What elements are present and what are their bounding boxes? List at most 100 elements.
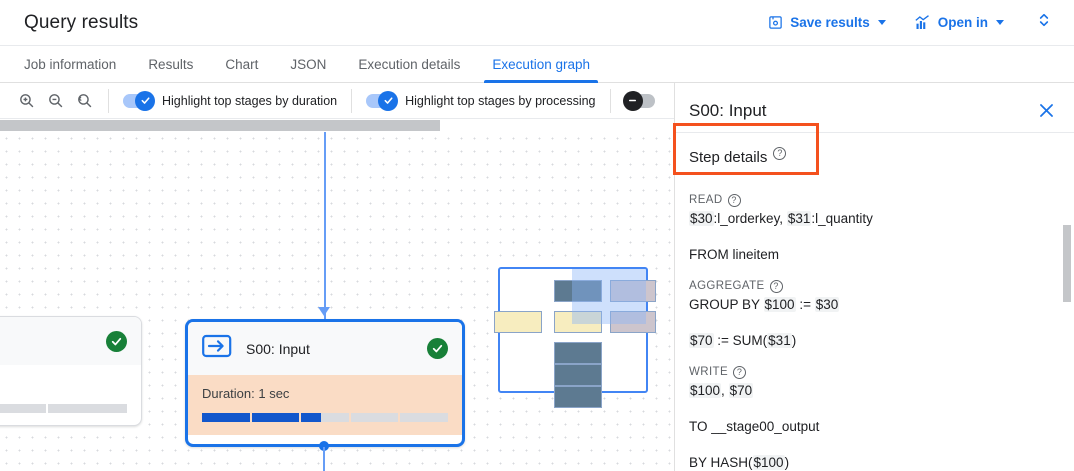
minimap-node: [554, 311, 602, 333]
save-results-label: Save results: [790, 15, 870, 30]
toolbar-divider: [108, 88, 109, 113]
node-progress-bar: [0, 404, 127, 413]
section-read-line-2: FROM lineitem: [689, 246, 780, 262]
section-label-text: AGGREGATE: [689, 279, 765, 292]
tab-job-information[interactable]: Job information: [24, 57, 117, 72]
toggle-third-group: [611, 90, 669, 111]
graph-node-partial-top[interactable]: [0, 316, 142, 426]
toggle-processing-label: Highlight top stages by processing: [405, 93, 596, 108]
tab-results[interactable]: Results: [148, 57, 194, 72]
progress-segment: [350, 413, 399, 422]
execution-graph-canvas[interactable]: S00: Input Duration: 1 sec: [0, 119, 674, 471]
tab-chart[interactable]: Chart: [225, 57, 259, 72]
chevron-down-icon: [996, 20, 1004, 25]
save-results-button[interactable]: Save results: [764, 10, 890, 35]
section-aggregate-line-1: GROUP BY $100 := $30: [689, 296, 840, 312]
help-circle-icon[interactable]: ?: [769, 279, 783, 293]
progress-segment: [202, 413, 250, 422]
toggle-highlight-duration[interactable]: [123, 90, 155, 111]
chart-bars-icon: [914, 14, 931, 31]
node-duration: Duration: 1 sec: [202, 386, 290, 401]
step-details-panel: S00: Input Step details ? READ ? $30:l_o…: [674, 83, 1074, 471]
section-label-read: READ ?: [689, 193, 1060, 207]
graph-toolbar: Highlight top stages by duration Highlig…: [0, 83, 674, 119]
minimap-node: [610, 280, 656, 302]
progress-segment: [400, 413, 448, 422]
minimap-node: [494, 311, 542, 333]
token: $30: [689, 211, 714, 226]
minimap-node: [554, 386, 602, 408]
input-arrow-icon: [202, 333, 232, 364]
minimap-viewport[interactable]: [572, 269, 646, 324]
canvas-horizontal-scroll-thumb[interactable]: [0, 120, 440, 131]
check-circle-icon: [106, 330, 127, 352]
app-header: Query results Save results: [0, 0, 1074, 46]
tab-bar: Job information Results Chart JSON Execu…: [0, 46, 1074, 83]
graph-edge-in: [324, 132, 326, 319]
help-circle-icon[interactable]: ?: [733, 365, 747, 379]
section-label-aggregate: AGGREGATE ?: [689, 279, 1060, 293]
zoom-reset-icon[interactable]: [74, 91, 94, 111]
section-read-line-1: $30:l_orderkey, $31:l_quantity: [689, 211, 873, 226]
minimap-node: [554, 364, 602, 386]
section-label-text: READ: [689, 194, 723, 206]
expand-collapse-chevrons-icon: [1036, 10, 1052, 35]
toggle-duration-group: Highlight top stages by duration: [109, 90, 351, 111]
graph-edge-out: [323, 447, 325, 471]
token: $31: [767, 332, 792, 348]
help-circle-icon[interactable]: ?: [727, 194, 741, 207]
save-results-icon: [768, 15, 783, 30]
chevron-down-icon: [877, 20, 886, 25]
check-circle-icon: [427, 338, 448, 359]
progress-segment: [251, 413, 300, 422]
minimap-node: [554, 280, 602, 302]
panel-divider: [675, 132, 1074, 133]
panel-body: Step details ? READ ? $30:l_orderkey, $3…: [675, 133, 1074, 471]
node-body: Duration: 1 sec: [188, 375, 462, 435]
graph-node-s00-input[interactable]: S00: Input Duration: 1 sec: [185, 319, 465, 447]
page-title: Query results: [24, 11, 139, 33]
tab-execution-details[interactable]: Execution details: [358, 57, 461, 72]
canvas-horizontal-scrollbar[interactable]: [0, 119, 674, 132]
token: $100: [763, 296, 796, 312]
section-label-text: WRITE: [689, 365, 729, 378]
check-icon: [378, 90, 399, 111]
token: $30: [814, 296, 840, 312]
toggle-processing-group: Highlight top stages by processing: [352, 90, 609, 111]
toggle-highlight-processing[interactable]: [366, 90, 399, 111]
progress-segment: [301, 413, 349, 422]
step-details-label: Step details: [689, 149, 768, 166]
header-actions: Save results Open in: [764, 6, 1074, 39]
open-in-button[interactable]: Open in: [910, 10, 1008, 36]
toggle-third[interactable]: [622, 90, 655, 111]
panel-scrollbar-thumb[interactable]: [1063, 225, 1071, 302]
graph-minimap[interactable]: [494, 267, 656, 408]
open-in-label: Open in: [937, 15, 988, 30]
graph-edge-label: 59.01M records: [276, 469, 366, 471]
toolbar-divider: [609, 88, 611, 113]
section-label-write: WRITE ?: [689, 365, 1060, 379]
token: $31: [786, 211, 812, 226]
zoom-in-icon[interactable]: [16, 91, 36, 111]
zoom-controls: [0, 91, 108, 111]
node-title: S00: Input: [246, 340, 310, 357]
token: $100: [752, 454, 785, 470]
tab-json[interactable]: JSON: [290, 57, 327, 72]
close-icon[interactable]: [1035, 99, 1058, 122]
panel-title: S00: Input: [689, 100, 767, 120]
minus-icon: [622, 90, 643, 111]
node-header: S00: Input: [188, 322, 462, 375]
expand-collapse-button[interactable]: [1028, 6, 1060, 39]
node-progress-bar: [202, 413, 448, 422]
progress-segment: [47, 404, 127, 413]
graph-edge-anchor-dot: [319, 441, 329, 451]
minimap-node: [610, 311, 656, 333]
tab-execution-graph[interactable]: Execution graph: [476, 57, 606, 83]
section-write-line-1: $100, $70: [689, 382, 754, 398]
section-write-line-3: BY HASH($100): [689, 454, 790, 470]
node-body: [0, 365, 141, 425]
help-circle-icon[interactable]: ?: [773, 147, 787, 160]
progress-segment: [0, 404, 46, 413]
panel-header: S00: Input: [675, 83, 1074, 132]
zoom-out-icon[interactable]: [45, 91, 65, 111]
